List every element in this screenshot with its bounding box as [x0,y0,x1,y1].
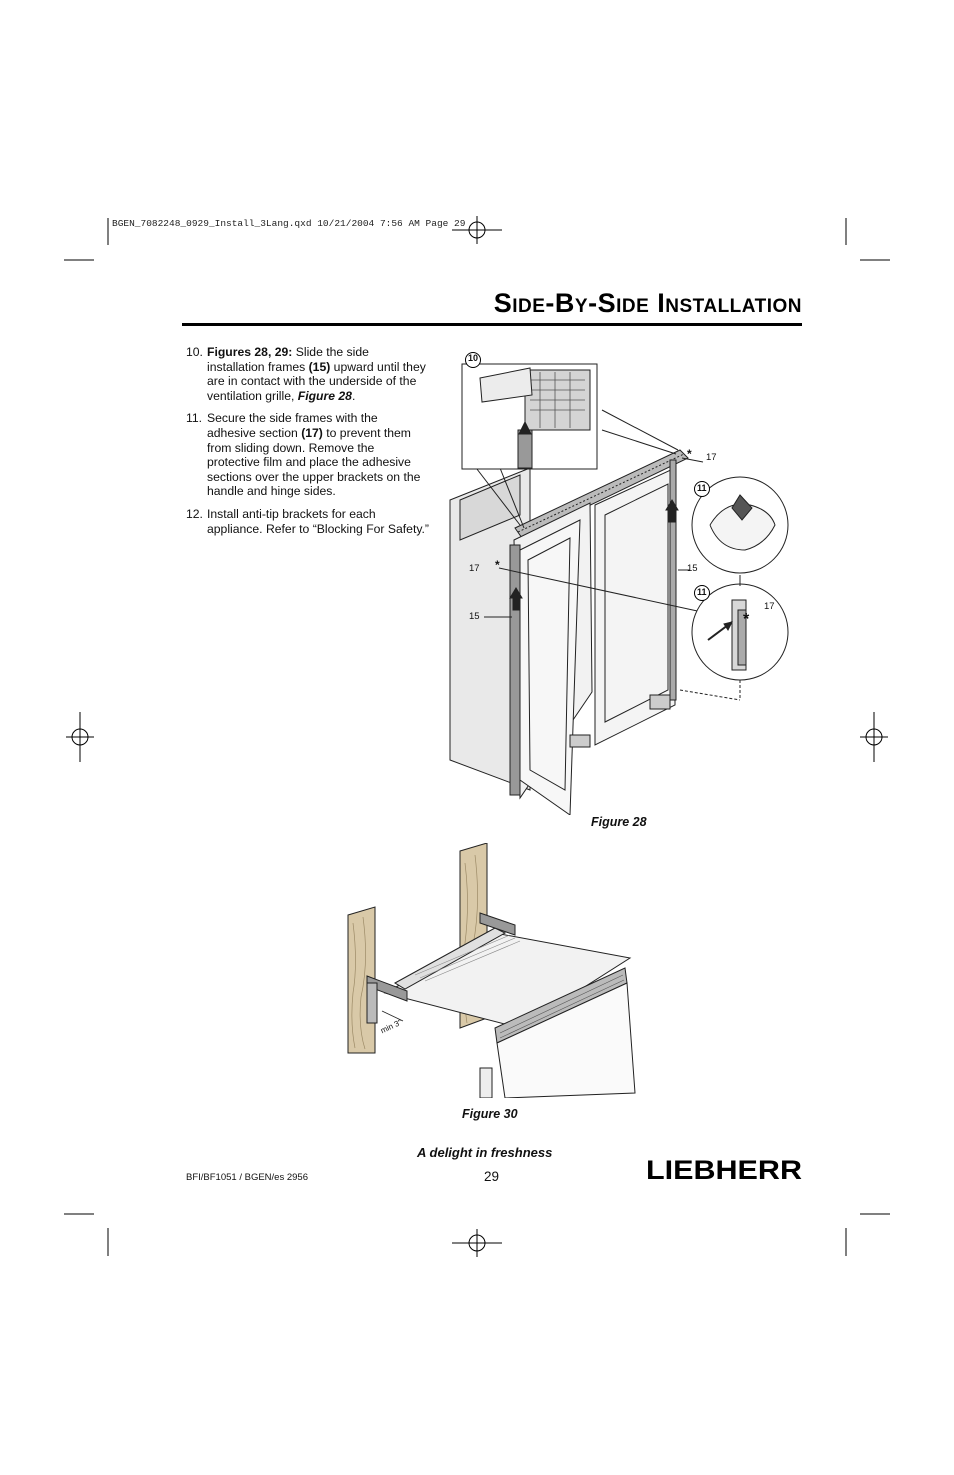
step-number: 12. [186,506,203,521]
title-rule [182,323,802,326]
callout-10: 10 [468,353,479,363]
label-17-detail: 17 [764,601,775,612]
page-title: Side-By-Side Installation [493,288,802,318]
document-code: BFI/BF1051 / BGEN/es 2956 [186,1172,308,1183]
figure-30-illustration [347,843,636,1098]
part-ref: (15) [308,359,331,374]
file-slug: BGEN_7082248_0929_Install_3Lang.qxd 10/2… [112,218,466,229]
liebherr-logo: LIEBHERR [646,1155,802,1183]
figure-28-illustration [449,352,789,815]
step-11: 11. Secure the side frames with the adhe… [186,411,421,499]
figure-30-caption: Figure 30 [462,1107,518,1121]
step-number: 11. [186,411,203,426]
label-15-left: 15 [469,611,480,622]
step-number: 10. [186,345,203,359]
label-17-left: 17 [469,563,480,574]
figure-ref: Figure 28 [297,388,352,403]
star-marker-left: * [495,558,500,572]
tagline: A delight in freshness [417,1145,553,1160]
callout-11-bottom: 11 [697,587,707,597]
instruction-steps: 10. Figures 28, 29: Slide the side insta… [186,345,429,544]
label-15-right: 15 [687,563,698,574]
step-12: 12. Install anti-tip brackets for each a… [186,506,429,536]
star-marker-detail: * [743,611,750,628]
brand-text: LIEBHERR [646,1155,802,1183]
step-10: 10. Figures 28, 29: Slide the side insta… [186,345,426,403]
star-marker-top: * [687,447,692,461]
part-ref: (17) [301,425,323,440]
figure-28-caption: Figure 28 [591,815,647,829]
label-17-top: 17 [706,452,717,463]
callout-11-top: 11 [697,483,707,493]
page-number: 29 [484,1169,500,1184]
step-ref: Figures 28, 29: [207,345,293,359]
